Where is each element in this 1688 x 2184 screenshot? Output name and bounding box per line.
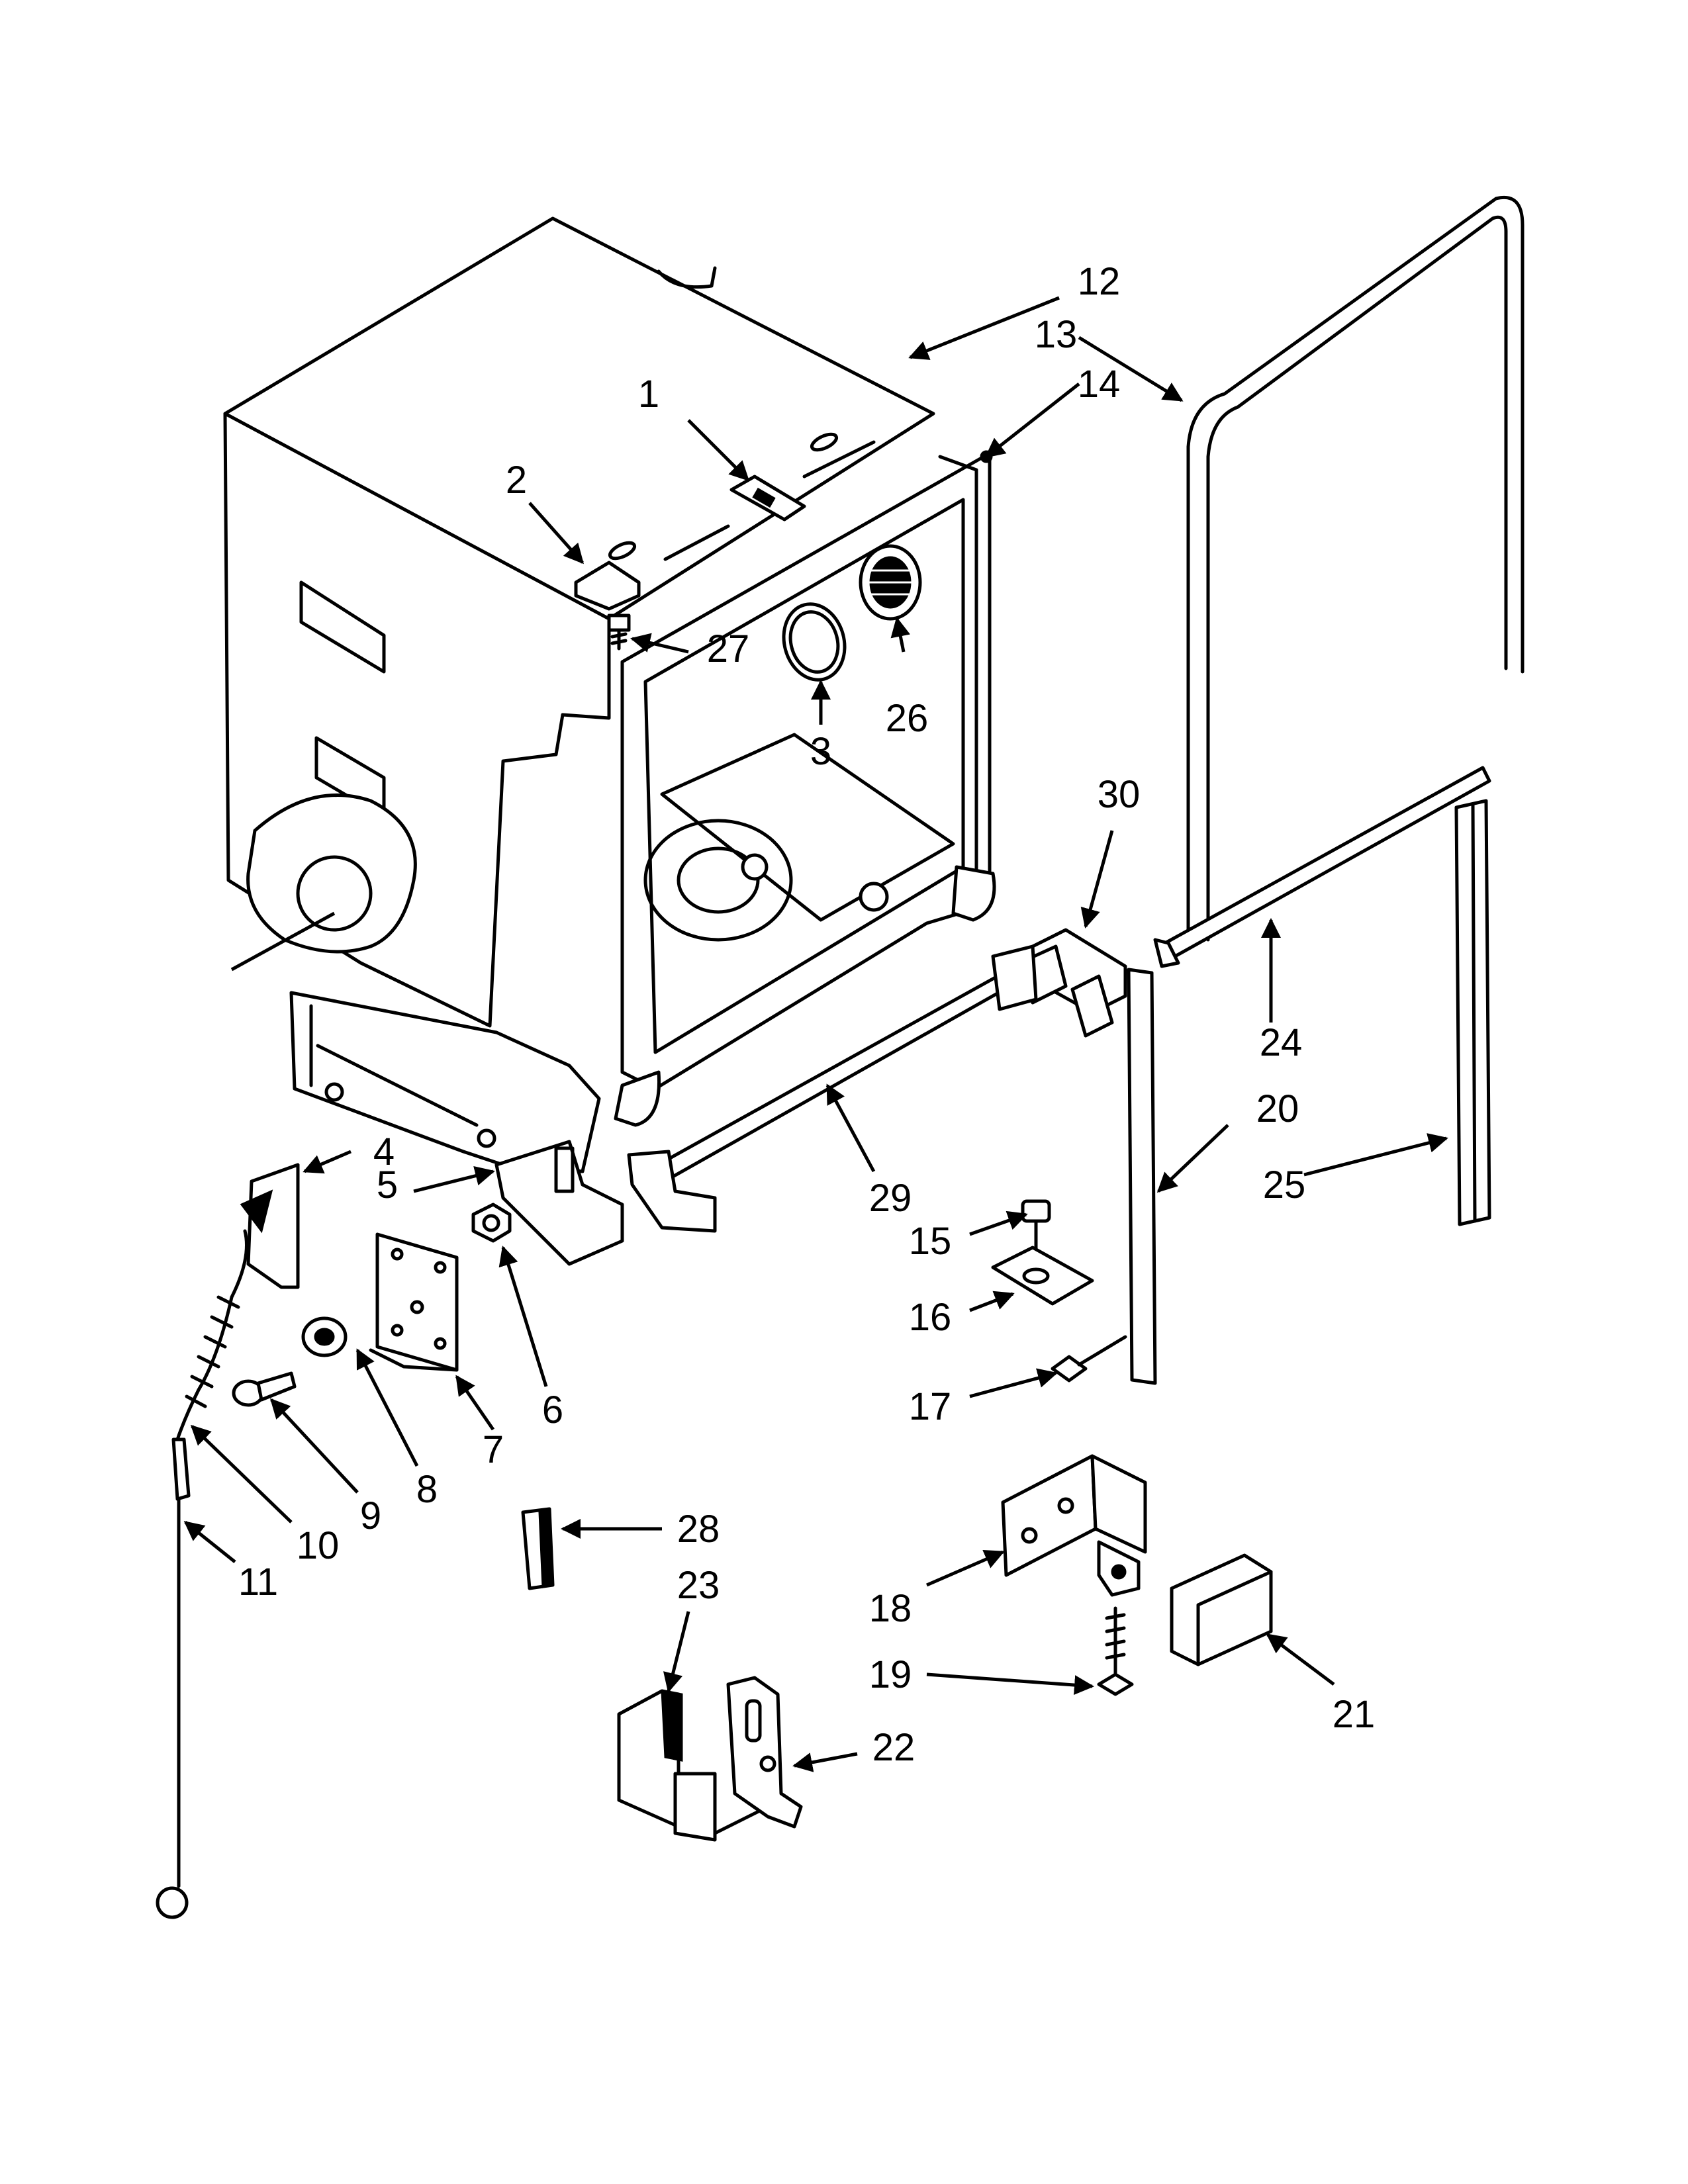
part-6-nut [471,1203,512,1243]
callout-7: 7 [483,1428,504,1471]
callout-2: 2 [506,459,527,502]
part-19-bolt [1097,1606,1134,1696]
part-7-plate [369,1232,459,1372]
part-26-vent [859,544,922,621]
callout-15: 15 [909,1220,952,1263]
part-15-plug [1021,1199,1051,1253]
part-18-mounting-bracket [1001,1454,1147,1597]
callout-26: 26 [886,697,929,740]
callout-4: 4 [373,1130,395,1173]
callout-10: 10 [297,1524,340,1567]
callout-30: 30 [1098,773,1141,816]
part-24-strip [1153,766,1491,968]
callout-23: 23 [677,1564,720,1607]
callout-29: 29 [869,1177,912,1220]
part-9-pin [232,1371,297,1407]
part-3-gasket [782,602,847,682]
callout-13: 13 [1035,313,1078,356]
part-11-cable [156,1437,191,1919]
part-27-screw [607,614,631,651]
callout-8: 8 [416,1468,438,1511]
callout-25: 25 [1263,1163,1306,1206]
part-16-plate [991,1246,1094,1306]
callout-27: 27 [707,627,750,670]
callout-21: 21 [1333,1693,1376,1736]
part-10-spring [175,1229,248,1441]
callout-20: 20 [1256,1087,1299,1130]
callout-17: 17 [909,1385,952,1428]
callout-18: 18 [869,1587,912,1630]
leader-lines [183,296,1448,1772]
callout-11: 11 [238,1561,278,1604]
part-25-side-strip [1454,799,1491,1226]
callout-9: 9 [360,1494,381,1537]
callout-16: 16 [909,1296,952,1339]
callout-22: 22 [872,1726,915,1769]
tub-assembly [223,216,996,1173]
part-5-bracket [494,1140,624,1266]
part-8-roller [301,1316,348,1357]
part-23-cover [617,1689,770,1842]
callout-6: 6 [542,1388,563,1432]
callout-5: 5 [377,1163,398,1206]
callout-24: 24 [1260,1021,1303,1064]
callout-labels: 1 2 3 4 5 6 7 8 9 10 11 12 13 14 15 16 1… [238,260,1375,1769]
part-28-clip [521,1507,555,1590]
part-20-side-strip [1127,968,1157,1385]
callout-12: 12 [1078,260,1121,303]
part-21-cover [1170,1553,1273,1666]
callout-1: 1 [638,373,659,416]
part-22-hinge-bracket [726,1676,803,1829]
callout-28: 28 [677,1508,720,1551]
callout-3: 3 [810,730,831,773]
part-4-hinge-plate [240,1163,300,1289]
part-29-rail [627,944,1038,1233]
part-17-screw [1051,1335,1127,1383]
callout-14: 14 [1078,363,1121,406]
part-2-bracket [574,561,641,611]
part-13-door-gasket [1186,196,1524,942]
callout-19: 19 [869,1653,912,1696]
